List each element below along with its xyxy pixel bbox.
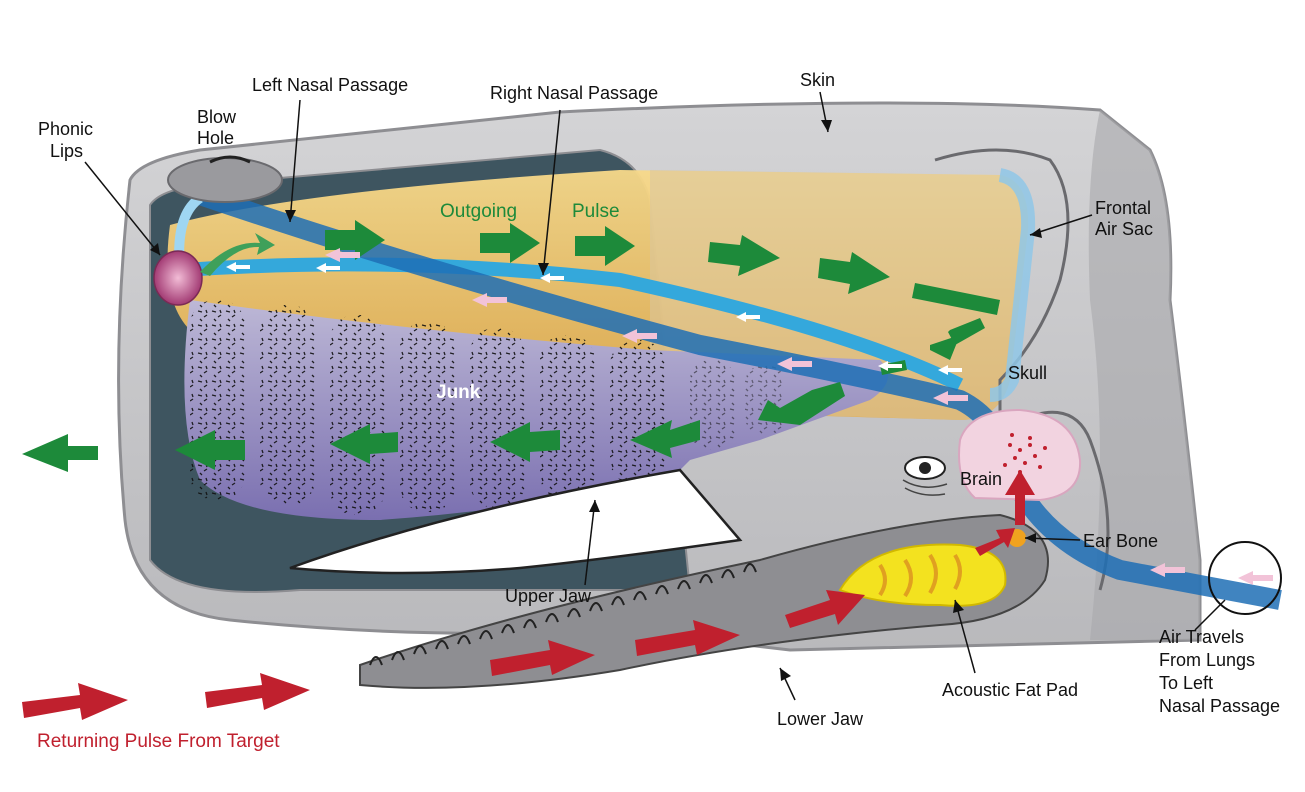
label-phonic-lips-1: Phonic	[38, 119, 93, 139]
label-frontal-air-sac-2: Air Sac	[1095, 219, 1153, 239]
label-left-nasal-passage: Left Nasal Passage	[252, 75, 408, 95]
left-passage-pink-arrows	[325, 248, 1273, 585]
lower-jaw-teeth	[369, 563, 757, 666]
label-outgoing: Outgoing	[440, 201, 517, 222]
label-frontal-air-sac-1: Frontal	[1095, 198, 1151, 218]
label-skull: Skull	[1008, 363, 1047, 383]
returning-pulse-arrows	[22, 470, 1035, 720]
label-blow-hole-1: Blow	[197, 107, 237, 127]
airflow-arrows	[226, 262, 962, 375]
label-blow-hole-2: Hole	[197, 128, 234, 148]
label-brain: Brain	[960, 469, 1002, 489]
skin-rear-shading	[1088, 110, 1200, 640]
label-air-travels-2: From Lungs	[1159, 650, 1255, 670]
label-lower-jaw: Lower Jaw	[777, 709, 864, 729]
brain-neurons	[1003, 433, 1047, 474]
label-ear-bone: Ear Bone	[1083, 531, 1158, 551]
blow-hole-slit	[209, 155, 251, 164]
label-phonic-lips-2: Lips	[50, 141, 83, 161]
frontal-air-sac	[989, 168, 1036, 402]
upper-jaw	[289, 468, 743, 575]
label-skin: Skin	[800, 70, 835, 90]
blow-hole	[167, 157, 283, 203]
label-air-travels-3: To Left	[1159, 673, 1213, 693]
label-acoustic-fat-pad: Acoustic Fat Pad	[942, 680, 1078, 700]
leader-lines	[84, 91, 1226, 701]
outgoing-pulse-arrows	[22, 220, 1000, 472]
label-air-travels-4: Nasal Passage	[1159, 696, 1280, 716]
fat-pad-ridges	[878, 553, 962, 598]
label-upper-jaw: Upper Jaw	[505, 586, 592, 606]
air-intake-callout-circle	[1208, 541, 1282, 615]
skull-outline	[934, 148, 1110, 591]
eye	[902, 456, 948, 496]
label-returning-pulse: Returning Pulse From Target	[37, 731, 280, 752]
label-air-travels-1: Air Travels	[1159, 627, 1244, 647]
brain	[958, 408, 1082, 502]
phonic-lips	[153, 250, 203, 306]
label-right-nasal-passage: Right Nasal Passage	[490, 83, 658, 103]
label-pulse: Pulse	[572, 201, 620, 222]
right-nasal-passage	[184, 257, 964, 392]
label-junk: Junk	[436, 382, 481, 403]
